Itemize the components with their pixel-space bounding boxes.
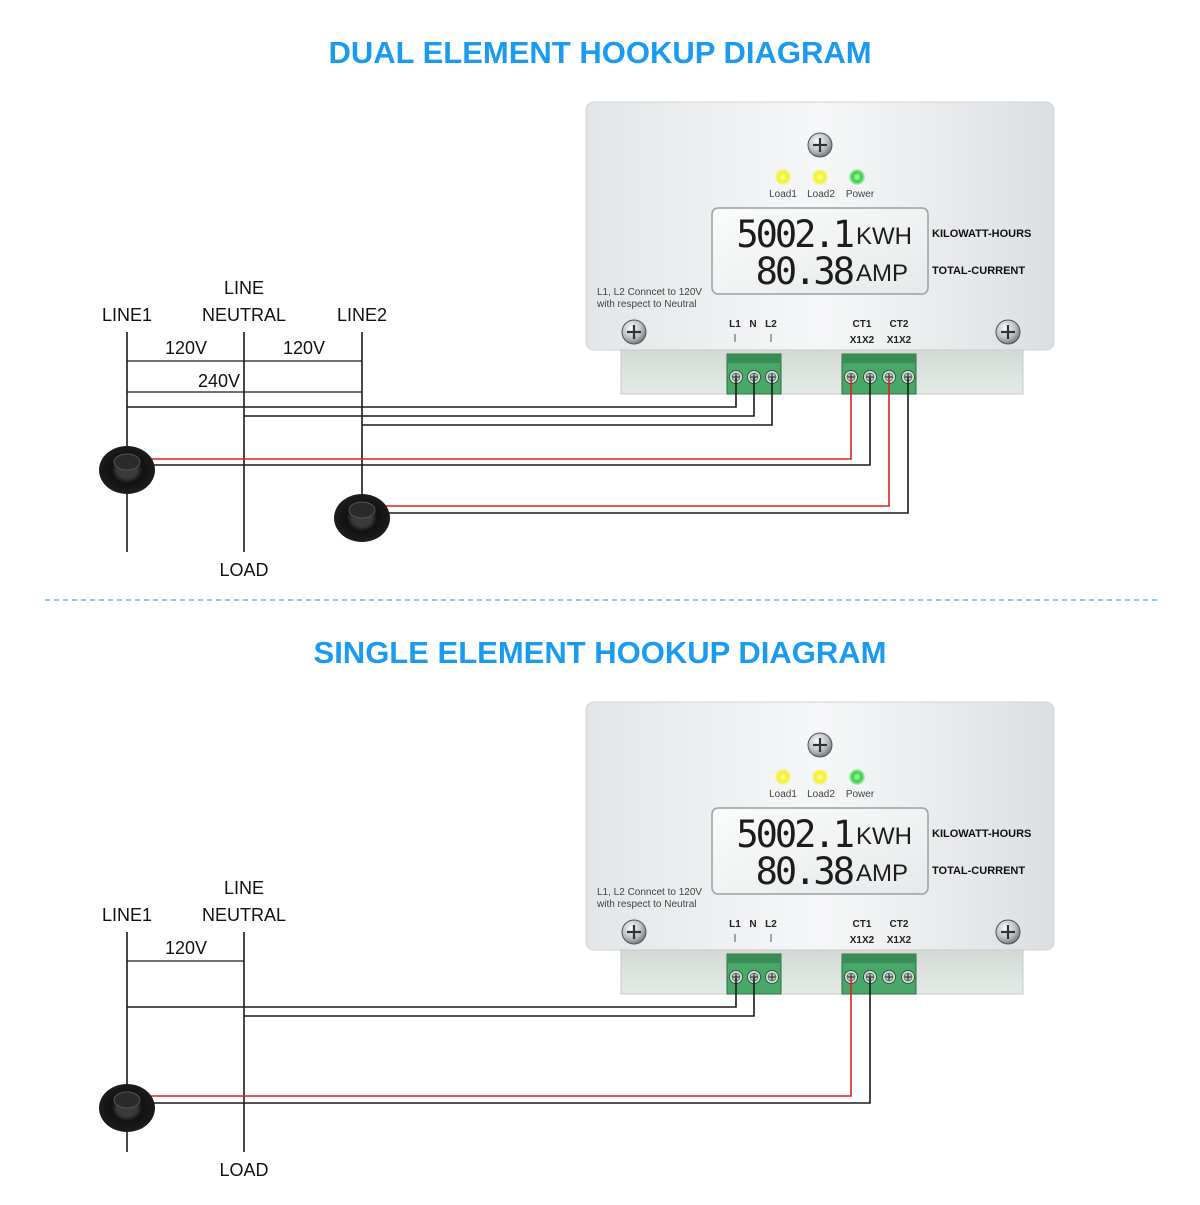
terminal-l1-label: L1	[729, 919, 741, 930]
label-neutral: NEUTRAL	[202, 905, 286, 925]
top-screw-icon	[806, 731, 834, 759]
current-transformer-2-icon	[334, 494, 390, 542]
label-load: LOAD	[219, 1160, 268, 1180]
amp-unit: AMP	[856, 860, 908, 887]
amp-caption: TOTAL-CURRENT	[932, 865, 1025, 877]
right-screw-icon	[994, 318, 1022, 346]
led-load2-label: Load2	[807, 189, 835, 200]
lcd-screen	[711, 807, 929, 895]
led-power-icon	[849, 169, 865, 185]
terminal-ct2-label: CT2	[890, 319, 909, 330]
led-power-label: Power	[846, 789, 875, 800]
kwh-unit: KWH	[856, 823, 912, 850]
ct-terminal-block	[841, 353, 917, 395]
label-120v: 120V	[165, 938, 207, 958]
top-screw-icon	[806, 131, 834, 159]
kwh-caption: KILOWATT-HOURS	[932, 228, 1031, 240]
label-line-top: LINE	[224, 878, 264, 898]
amp-unit: AMP	[856, 260, 908, 287]
kwh-caption: KILOWATT-HOURS	[932, 828, 1031, 840]
terminal-ct2-sub: X1X2	[887, 935, 912, 946]
label-120v-right: 120V	[283, 338, 325, 358]
amp-reading: 80.38	[756, 850, 853, 893]
terminal-l2-label: L2	[765, 319, 777, 330]
label-240v: 240V	[198, 371, 240, 391]
terminal-ct1-label: CT1	[853, 919, 872, 930]
led-load1-icon	[775, 769, 791, 785]
right-screw-icon	[994, 918, 1022, 946]
note-line2: with respect to Neutral	[596, 899, 697, 910]
dual-wiring	[126, 332, 909, 552]
left-screw-icon	[620, 918, 648, 946]
led-load2-label: Load2	[807, 789, 835, 800]
meter-device-single: Load1 Load2 Power 5002.1 KWH 80.38 AMP K…	[585, 701, 1055, 995]
meter-device-dual: Load1 Load2 Power 5002.1 KWH 80.38 AMP K…	[585, 101, 1055, 395]
kwh-reading: 5002.1	[736, 213, 852, 256]
current-transformer-icon	[99, 1084, 155, 1132]
amp-reading: 80.38	[756, 250, 853, 293]
current-transformer-1-icon	[99, 446, 155, 494]
amp-caption: TOTAL-CURRENT	[932, 265, 1025, 277]
dual-title: DUAL ELEMENT HOOKUP DIAGRAM	[328, 35, 871, 70]
terminal-n-label: N	[749, 319, 756, 330]
terminal-ct1-label: CT1	[853, 319, 872, 330]
label-120v-left: 120V	[165, 338, 207, 358]
terminal-n-label: N	[749, 919, 756, 930]
lcd-screen	[711, 207, 929, 295]
note-line1: L1, L2 Conncet to 120V	[597, 287, 702, 298]
label-line1: LINE1	[102, 305, 152, 325]
led-load2-icon	[812, 169, 828, 185]
label-line-top: LINE	[224, 278, 264, 298]
note-line1: L1, L2 Conncet to 120V	[597, 887, 702, 898]
kwh-reading: 5002.1	[736, 813, 852, 856]
kwh-unit: KWH	[856, 223, 912, 250]
label-line1: LINE1	[102, 905, 152, 925]
led-power-icon	[849, 769, 865, 785]
led-power-label: Power	[846, 189, 875, 200]
terminal-ct2-sub: X1X2	[887, 335, 912, 346]
label-neutral: NEUTRAL	[202, 305, 286, 325]
terminal-ct2-label: CT2	[890, 919, 909, 930]
terminal-ct1-sub: X1X2	[850, 335, 875, 346]
terminal-ct1-sub: X1X2	[850, 935, 875, 946]
single-wiring	[126, 932, 871, 1152]
single-title: SINGLE ELEMENT HOOKUP DIAGRAM	[314, 635, 887, 670]
terminal-strip	[620, 349, 1024, 395]
led-load1-icon	[775, 169, 791, 185]
terminal-l2-label: L2	[765, 919, 777, 930]
terminal-l1-label: L1	[729, 319, 741, 330]
led-load1-label: Load1	[769, 189, 797, 200]
led-load1-label: Load1	[769, 789, 797, 800]
led-load2-icon	[812, 769, 828, 785]
label-line2: LINE2	[337, 305, 387, 325]
terminal-strip	[620, 949, 1024, 995]
left-screw-icon	[620, 318, 648, 346]
note-line2: with respect to Neutral	[596, 299, 697, 310]
label-load: LOAD	[219, 560, 268, 580]
ct-terminal-block	[841, 953, 917, 995]
